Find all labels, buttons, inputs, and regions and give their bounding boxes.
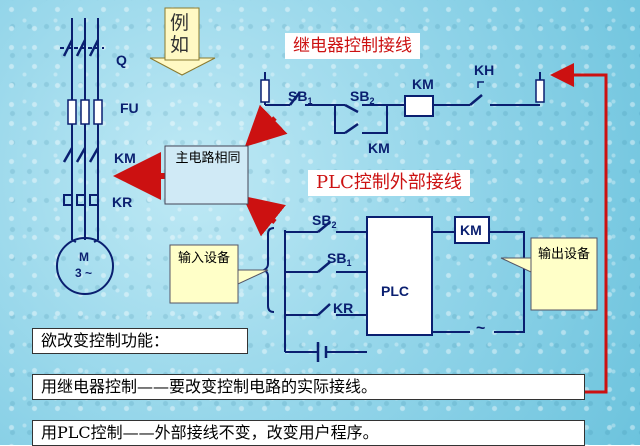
plc-wiring bbox=[284, 216, 525, 362]
relay-wiring-title: 继电器控制接线 bbox=[285, 33, 420, 59]
feedback-arrow bbox=[550, 63, 608, 394]
plc-output-km-label: KM bbox=[460, 222, 482, 238]
q-label: Q bbox=[116, 52, 127, 68]
motor-symbol bbox=[56, 237, 114, 295]
plc-sb2-label: SB2 bbox=[312, 212, 337, 230]
input-callout-shape bbox=[169, 244, 269, 304]
plc-kr-label: KR bbox=[333, 300, 354, 316]
plc-label: PLC bbox=[381, 283, 409, 299]
motor-m-label: M bbox=[79, 250, 89, 264]
relay-km-contact-label: KM bbox=[368, 140, 390, 156]
plc-wiring-title: PLC控制外部接线 bbox=[308, 170, 470, 196]
relay-wiring bbox=[260, 72, 545, 135]
example-label: 例如 bbox=[170, 12, 190, 56]
relay-statement-box: 用继电器控制——要改变控制电路的实际接线。 bbox=[32, 374, 585, 400]
control-function-box: 欲改变控制功能： bbox=[32, 328, 248, 354]
motor-3phase-label: 3 ~ bbox=[75, 266, 93, 280]
main-circuit-note: 主电路相同 bbox=[175, 151, 241, 166]
kr-label: KR bbox=[112, 194, 133, 210]
output-callout-shape bbox=[500, 237, 598, 311]
relay-statement-text: 用继电器控制——要改变控制电路的实际接线。 bbox=[41, 377, 378, 396]
main-circuit-note-shape bbox=[164, 145, 249, 205]
relay-title-text: 继电器控制接线 bbox=[293, 36, 412, 56]
relay-sb1-label: SB1 bbox=[288, 88, 313, 106]
km-label: KM bbox=[114, 150, 136, 166]
relay-km-coil-label: KM bbox=[412, 76, 434, 92]
arrow-from-relay bbox=[244, 104, 288, 147]
relay-kh-label: KH bbox=[474, 62, 495, 78]
ac-source-label: ~ bbox=[476, 320, 486, 337]
arrow-from-plc bbox=[242, 195, 286, 237]
fu-label: FU bbox=[120, 100, 139, 116]
main-circuit bbox=[60, 18, 104, 240]
plc-statement-text: 用PLC控制——外部接线不变，改变用户程序。 bbox=[41, 423, 379, 442]
output-device-note: 输出设备 bbox=[538, 247, 591, 262]
control-function-text: 欲改变控制功能： bbox=[41, 331, 170, 350]
input-device-note: 输入设备 bbox=[178, 251, 231, 266]
fuse-group bbox=[67, 99, 103, 125]
plc-title-text: PLC控制外部接线 bbox=[316, 172, 462, 193]
example-arrow bbox=[149, 57, 216, 76]
relay-sb2-label: SB2 bbox=[350, 88, 375, 106]
plc-sb1-label: SB1 bbox=[327, 250, 352, 268]
plc-statement-box: 用PLC控制——外部接线不变，改变用户程序。 bbox=[32, 420, 585, 446]
